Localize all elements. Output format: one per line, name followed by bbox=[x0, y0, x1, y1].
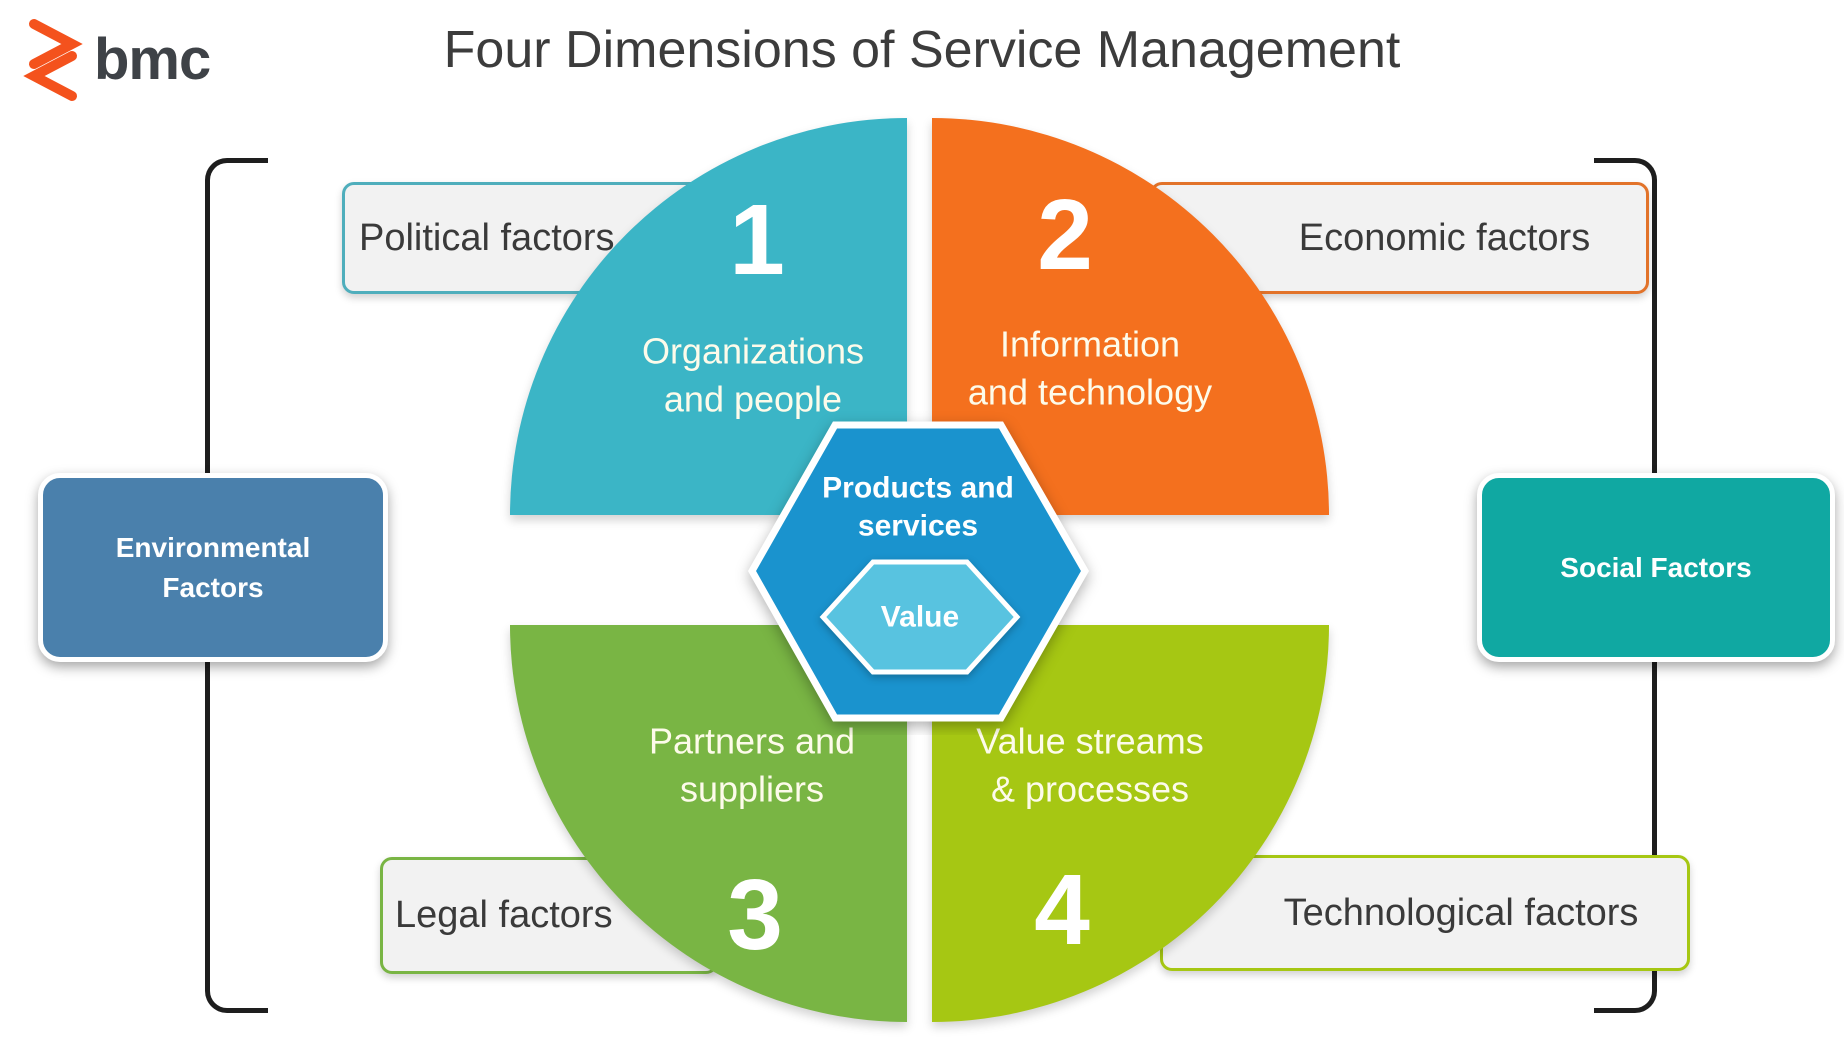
environmental-factors-label-line1: Environmental bbox=[115, 532, 311, 564]
products-and-services-line1: Products and bbox=[822, 471, 1014, 505]
products-and-services-hexagon bbox=[747, 421, 1090, 722]
quadrant-4-label: Value streams & processes bbox=[976, 717, 1203, 812]
technological-factors-label: Technological factors bbox=[1283, 891, 1639, 934]
products-and-services-line2: services bbox=[857, 509, 979, 542]
quadrant-3-label: Partners and suppliers bbox=[649, 717, 855, 812]
technological-factors-box: Technological factors bbox=[1160, 855, 1690, 971]
quadrant-2-label-line1: Information bbox=[999, 323, 1181, 365]
value-hexagon bbox=[819, 559, 1021, 675]
quadrant-4-label-line1: Value streams bbox=[976, 720, 1204, 762]
quadrant-2-label: Information and technology bbox=[968, 320, 1212, 415]
quadrant-2-label-line2: and technology bbox=[967, 371, 1213, 412]
economic-factors-label: Economic factors bbox=[1298, 216, 1591, 259]
legal-factors-label: Legal factors bbox=[395, 894, 613, 936]
page-title: Four Dimensions of Service Management bbox=[443, 21, 1401, 79]
quadrant-1-label: Organizations and people bbox=[642, 327, 864, 422]
social-factors-label: Social Factors bbox=[1560, 551, 1752, 583]
value-label: Value bbox=[880, 600, 960, 634]
quadrant-3-label-line1: Partners and bbox=[648, 720, 856, 762]
quadrant-1-number: 1 bbox=[729, 184, 785, 296]
quadrant-4-number: 4 bbox=[1034, 854, 1090, 966]
quadrant-1-label-line2: and people bbox=[663, 378, 843, 419]
quadrant-1-label-line1: Organizations bbox=[641, 330, 865, 372]
political-factors-label: Political factors bbox=[359, 216, 615, 259]
products-and-services-label: Products and services bbox=[822, 470, 1014, 545]
bmc-logo-icon bbox=[22, 16, 84, 104]
environmental-factors-box: Environmental Factors bbox=[38, 473, 388, 662]
quadrant-4-label-line2: & processes bbox=[990, 768, 1190, 809]
quadrant-3-label-line2: suppliers bbox=[679, 768, 825, 809]
bmc-logo: bmc bbox=[22, 16, 211, 104]
social-factors-box: Social Factors bbox=[1477, 473, 1835, 662]
economic-factors-box: Economic factors bbox=[1150, 182, 1649, 294]
quadrant-3-number: 3 bbox=[727, 859, 783, 971]
bmc-logo-text: bmc bbox=[94, 27, 211, 92]
environmental-factors-label-line2: Factors bbox=[162, 571, 264, 603]
quadrant-2-number: 2 bbox=[1037, 179, 1093, 291]
